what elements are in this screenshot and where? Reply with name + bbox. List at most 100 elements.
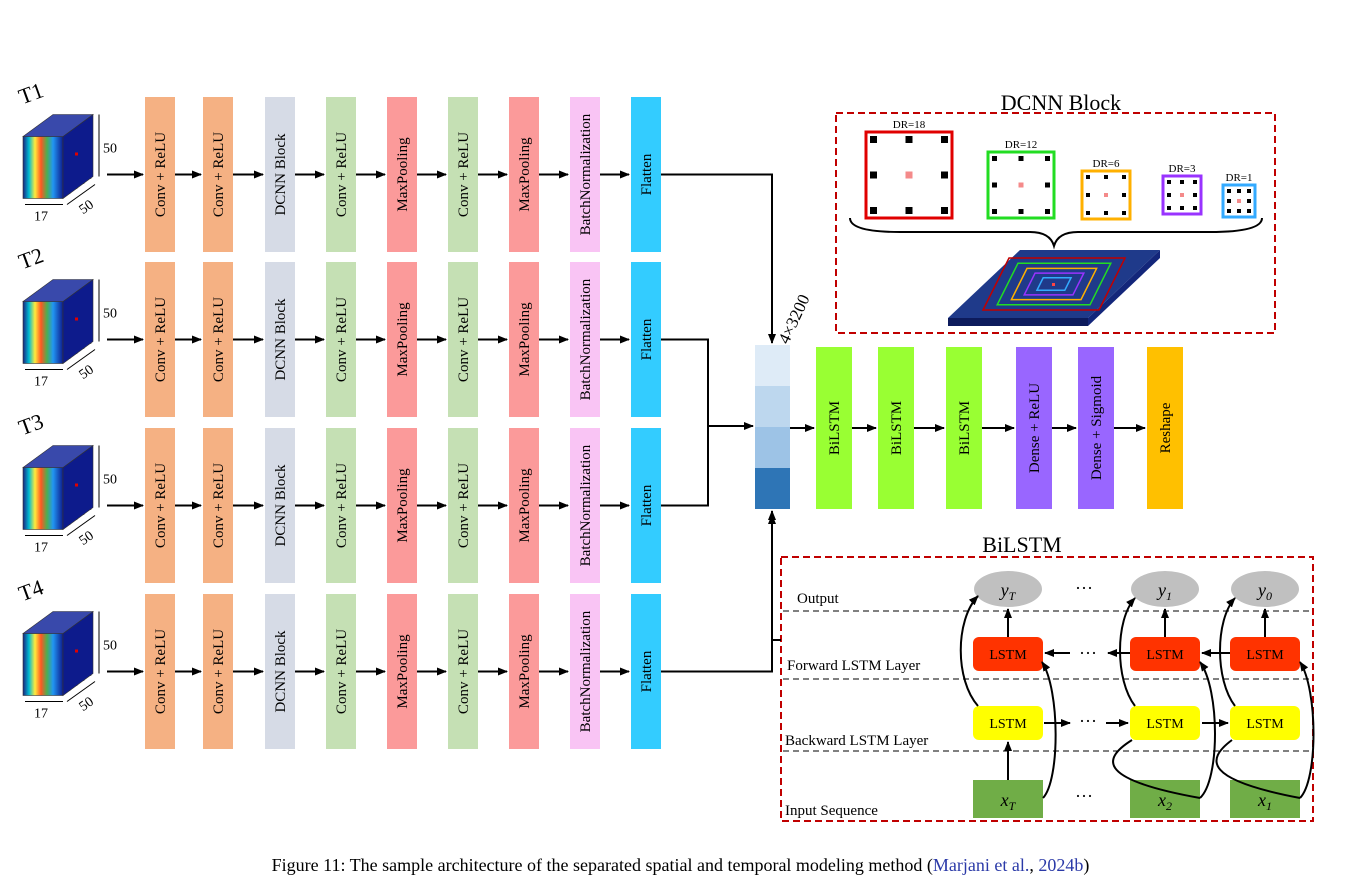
kernel-dot [1104,211,1108,215]
input-subscript: T [1009,799,1017,813]
layer-label: Conv + ReLU [211,463,227,548]
layer-label: BatchNormalization [578,113,594,235]
layer-box [509,428,539,583]
layer-box [878,347,914,509]
layer-label: MaxPooling [517,137,533,212]
kernel-dot [1086,175,1090,179]
curve-back-to-output [1219,597,1236,707]
layer-label: MaxPooling [517,634,533,709]
input-slice [22,301,64,364]
layer-box [1016,347,1052,509]
layer-maxpooling: MaxPooling [387,594,417,749]
layer-label: Conv + ReLU [153,132,169,217]
bilstm-row-label: Backward LSTM Layer [785,733,928,749]
layer-batchnormalization: BatchNormalization [570,262,600,417]
depth-dim-label: 50 [77,197,97,217]
layer-box [203,594,233,749]
curve-back-to-output [1119,597,1136,707]
lstm-label: LSTM [989,717,1027,732]
kernel-dot [1247,189,1251,193]
bilstm-frame [780,556,1314,822]
layer-box [203,97,233,252]
layer-dcnn-block: DCNN Block [265,428,295,583]
input-volume [22,444,94,531]
layer-box [570,262,600,417]
layer-box [1078,347,1114,509]
merge-segment [755,345,790,386]
connector-t3 [661,426,709,507]
kernel-dot [1227,199,1231,203]
kernel-dot [1167,206,1171,210]
kernel-dot [1193,206,1197,210]
plane-ring [1022,272,1086,296]
temporal-layer-bilstm: BiLSTM [946,347,982,509]
input-slice [22,136,64,199]
bilstm-row-label: Output [797,591,840,607]
kernel-dot [1086,211,1090,215]
kernel-dot [1122,175,1126,179]
output-ellipse [1231,571,1299,607]
connector-bilstm-merge [771,511,781,641]
lstm-label: LSTM [1146,717,1184,732]
bilstm-row-label: Input Sequence [785,803,878,819]
caption-close: ) [1083,855,1090,875]
layer-conv-relu: Conv + ReLU [326,97,356,252]
layer-box [448,594,478,749]
layer-box [509,262,539,417]
kernel-dot [1018,209,1024,214]
kernel-dot [1045,156,1050,161]
citation-author-link[interactable]: Marjani et al. [932,855,1030,875]
temporal-layer-dense-relu: Dense + ReLU [1016,347,1052,509]
layer-label: BiLSTM [889,401,905,455]
input-top-face [22,279,94,302]
output-subscript: T [1009,589,1017,603]
kernel-dot [992,182,997,188]
lstm-box [1230,706,1300,740]
caption-text: Figure 11: The sample architecture of th… [271,855,933,875]
dilated-kernel: DR=12 [986,139,1056,220]
layer-box [448,428,478,583]
kernel-label: DR=18 [893,119,926,131]
layer-box [631,594,661,749]
layer-dcnn-block: DCNN Block [265,262,295,417]
dilated-kernel: DR=18 [864,119,954,220]
temporal-layer-bilstm: BiLSTM [816,347,852,509]
input-box [1230,780,1300,818]
layer-conv-relu: Conv + ReLU [326,428,356,583]
layer-flatten: Flatten [631,97,661,252]
kernel-dot [941,207,948,214]
kernel-dot [1122,211,1126,215]
lstm-label: LSTM [1146,648,1184,663]
layer-label: Conv + ReLU [334,629,350,714]
input-box [973,780,1043,818]
connector-t1 [661,173,776,344]
connector-t2 [661,338,753,427]
layer-label: Conv + ReLU [153,463,169,548]
layer-box [509,97,539,252]
layer-box [203,262,233,417]
forward-lstm-cell: LSTM [1130,637,1200,671]
layer-box [448,262,478,417]
layer-conv-relu: Conv + ReLU [145,97,175,252]
layer-label: Conv + ReLU [334,463,350,548]
height-dim-label: 50 [103,307,117,322]
layer-box [387,594,417,749]
kernel-dot [905,136,913,143]
layer-label: Conv + ReLU [334,297,350,382]
kernel-dot [1086,193,1090,197]
input-top-face [22,114,94,137]
citation-year-link[interactable]: 2024b [1038,855,1084,875]
layer-label: Flatten [639,318,655,360]
input-marker [75,483,78,487]
layer-box [203,428,233,583]
temporal-layer-reshape: Reshape [1147,347,1183,509]
width-dim-label: 17 [34,707,48,722]
input-label: T3 [15,408,47,440]
layer-label: BatchNormalization [578,610,594,732]
layer-maxpooling: MaxPooling [509,428,539,583]
layer-batchnormalization: BatchNormalization [570,97,600,252]
output-ellipse [974,571,1042,607]
layer-box [946,347,982,509]
dilated-kernel: DR=1 [1221,172,1257,219]
